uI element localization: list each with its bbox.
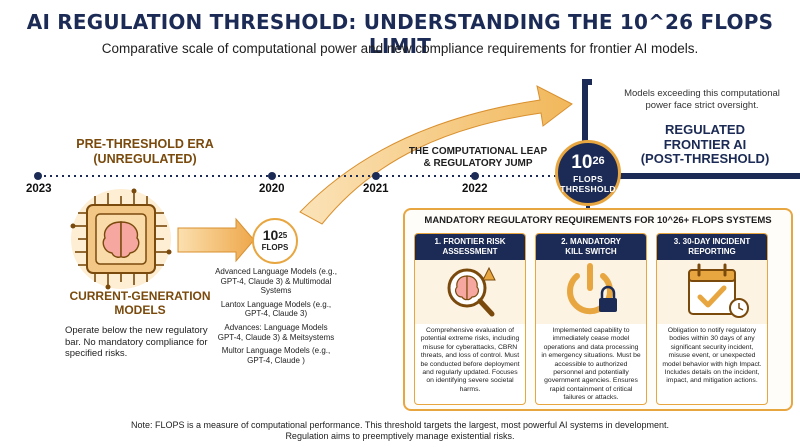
regulated-frontier-label: REGULATED FRONTIER AI (POST-THRESHOLD) [640,122,770,166]
footnote: Note: FLOPS is a measure of computationa… [130,420,670,441]
timeline-dot [268,172,276,180]
requirement-text: Obligation to notify regulatory bodies w… [662,327,762,385]
chip-arrow [177,217,255,263]
year-label: 2020 [259,183,285,195]
magnifier-brain-icon [447,266,496,317]
power-lock-icon [567,263,617,315]
current-generation-title: CURRENT-GENERATION MODELS [69,289,211,317]
requirement-card-risk-assessment: 1. FRONTIER RISK ASSESSMENT Comprehensiv… [414,233,526,405]
computational-leap-label: THE COMPUTATIONAL LEAP & REGULATORY JUMP [408,146,548,169]
requirement-text: Comprehensive evaluation of potential ex… [420,327,520,393]
requirements-title: MANDATORY REGULATORY REQUIREMENTS FOR 10… [424,215,772,226]
model-examples-list: Advanced Language Models (e.g., GPT-4, C… [214,267,338,369]
page-title: AI REGULATION THRESHOLD: UNDERSTANDING T… [26,10,774,58]
current-generation-description: Operate below the new regulatory bar. No… [65,325,208,359]
pre-threshold-era-label: PRE-THRESHOLD ERA (UNREGULATED) [76,137,214,166]
year-label: 2023 [26,183,52,195]
requirement-card-incident-reporting: 3. 30-DAY INCIDENT REPORTING Obligation … [656,233,768,405]
oversight-note: Models exceeding this computational powe… [624,88,780,111]
year-label: 2021 [363,183,389,195]
current-flops-badge: 1025 FLOPS [252,218,298,264]
threshold-badge: 1026 FLOPS THRESHOLD [555,140,621,206]
requirement-text: Implemented capability to immediately ce… [541,327,641,402]
timeline-dot [471,172,479,180]
list-item: Multor Language Models (e.g., GPT-4, Cla… [221,346,331,365]
list-item: Advances: Language Models GPT-4, Claude … [217,322,335,342]
list-item: Lantox Language Models (e.g., GPT-4, Cla… [220,299,332,319]
timeline-dot [34,172,42,180]
ai-chip-icon [70,188,172,290]
year-label: 2022 [462,183,488,195]
requirement-card-kill-switch: 2. MANDATORY KILL SWITCH Implemented cap… [535,233,647,405]
timeline-dot [372,172,380,180]
page-subtitle: Comparative scale of computational power… [101,41,699,56]
list-item: Advanced Language Models (e.g., GPT-4, C… [215,267,337,296]
calendar-check-icon [688,263,749,318]
